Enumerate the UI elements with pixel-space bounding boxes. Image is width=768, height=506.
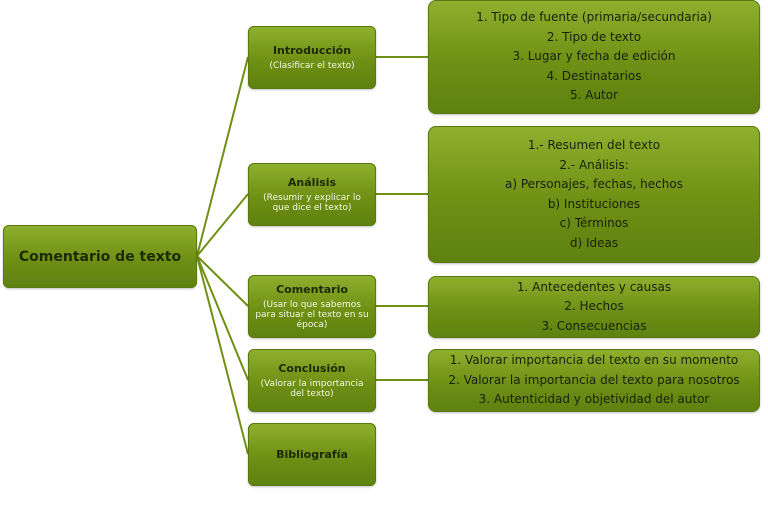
details-comentario: 1. Antecedentes y causas 2. Hechos 3. Co… xyxy=(428,276,760,338)
node-title: Comentario xyxy=(276,283,348,296)
node-subtitle: (Valorar la importancia del texto) xyxy=(260,379,364,399)
detail-line: 1. Antecedentes y causas xyxy=(516,279,672,294)
detail-line: 2. Tipo de texto xyxy=(546,29,642,44)
detail-line: 2.- Análisis: xyxy=(559,157,629,172)
root-node: Comentario de texto xyxy=(3,225,197,288)
detail-line: a) Personajes, fechas, hechos xyxy=(505,177,683,191)
node-title: Introducción xyxy=(272,44,352,57)
node-conclusion: Conclusión (Valorar la importancia del t… xyxy=(248,349,376,412)
details-analisis: 1.- Resumen del texto 2.- Análisis: a) P… xyxy=(428,126,760,263)
node-comentario: Comentario (Usar lo que sabemos para sit… xyxy=(248,275,376,338)
node-title: Bibliografía xyxy=(276,447,348,461)
node-subtitle: (Resumir y explicar lo que dice el texto… xyxy=(263,193,361,213)
detail-line: c) Términos xyxy=(559,216,629,230)
detail-line: 2. Valorar la importancia del texto para… xyxy=(448,372,740,387)
detail-line: 1.- Resumen del texto xyxy=(527,138,661,152)
node-subtitle: (Usar lo que sabemos para situar el text… xyxy=(255,300,369,330)
connector-root-comentario xyxy=(196,255,249,307)
detail-line: 3. Consecuencias xyxy=(541,318,647,333)
root-label: Comentario de texto xyxy=(18,248,182,265)
node-analisis: Análisis (Resumir y explicar lo que dice… xyxy=(248,163,376,226)
node-title: Análisis xyxy=(287,176,337,189)
connector-root-analisis xyxy=(196,193,249,257)
detail-line: b) Instituciones xyxy=(547,196,641,211)
connector-root-bibliografia xyxy=(196,255,249,455)
node-introduccion: Introducción (Clasificar el texto) xyxy=(248,26,376,89)
node-bibliografia: Bibliografía xyxy=(248,423,376,486)
detail-line: d) Ideas xyxy=(569,235,619,250)
node-subtitle: (Clasificar el texto) xyxy=(269,61,355,71)
node-title: Conclusión xyxy=(278,362,346,375)
detail-line: 3. Autenticidad y objetividad del autor xyxy=(478,392,710,407)
detail-line: 5. Autor xyxy=(569,88,619,103)
details-conclusion: 1. Valorar importancia del texto en su m… xyxy=(428,349,760,412)
connector-root-conclusion xyxy=(196,255,249,381)
detail-line: 3. Lugar y fecha de edición xyxy=(512,49,676,64)
detail-line: 4. Destinatarios xyxy=(546,68,642,83)
detail-line: 2. Hechos xyxy=(564,299,624,314)
detail-line: 1. Tipo de fuente (primaria/secundaria) xyxy=(476,10,712,25)
connector-root-introduccion xyxy=(196,56,249,257)
detail-line: 1. Valorar importancia del texto en su m… xyxy=(449,353,739,368)
details-introduccion: 1. Tipo de fuente (primaria/secundaria) … xyxy=(428,0,760,114)
